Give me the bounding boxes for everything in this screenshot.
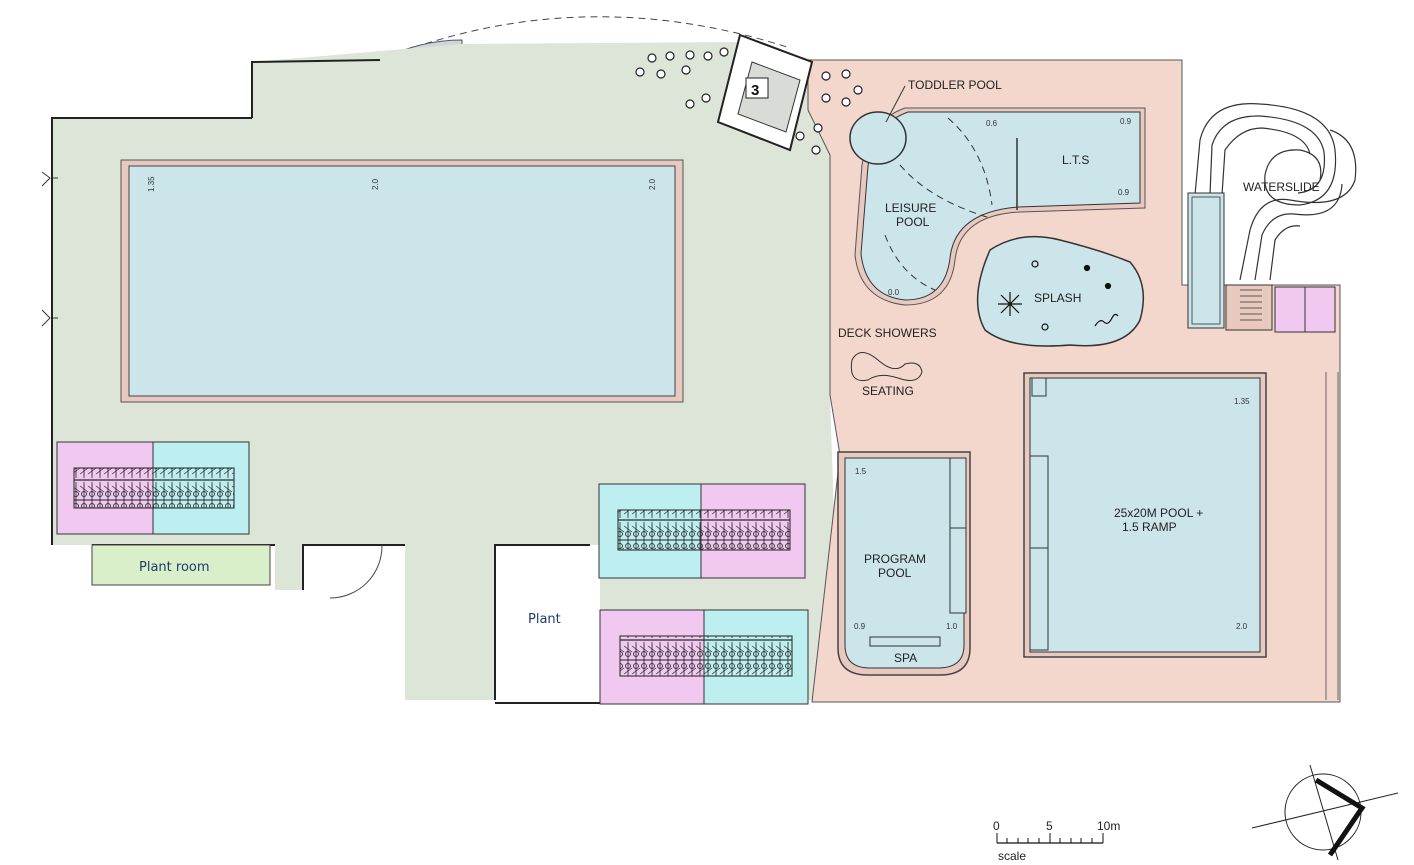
program-pool-label-1: PROGRAM xyxy=(864,552,926,566)
main-pool-label-2: 1.5 RAMP xyxy=(1122,520,1177,534)
program-depth-10: 1.0 xyxy=(946,622,958,631)
main-depth-20: 2.0 xyxy=(1236,622,1248,631)
main-depth-135: 1.35 xyxy=(1234,397,1250,406)
seating-label: SEATING xyxy=(862,384,914,398)
plant-label: Plant xyxy=(528,612,561,627)
cafe-number-box xyxy=(745,77,769,99)
program-pool-water xyxy=(844,457,965,669)
waterslide-stairs xyxy=(1225,284,1273,331)
program-pool-step xyxy=(949,457,967,614)
main-pool-ladder xyxy=(1031,377,1047,397)
scale-tick-10: 10m xyxy=(1097,819,1120,833)
lap-pool-depth-mid: 2.0 xyxy=(371,178,380,190)
door-symbol-west-1 xyxy=(41,171,58,187)
program-pool-label-2: POOL xyxy=(878,566,912,580)
door-symbol-west-2 xyxy=(41,309,58,327)
splash-pad xyxy=(976,235,1145,347)
lap-pool-water xyxy=(128,165,676,397)
door-swing-south xyxy=(329,544,383,599)
waterslide-booth-2 xyxy=(1304,286,1336,333)
toddler-pool-leader xyxy=(885,85,906,123)
toddler-pool-label: TODDLER POOL xyxy=(908,78,1002,92)
north-arrow-icon xyxy=(1251,764,1399,861)
lts-label: L.T.S xyxy=(1062,153,1089,167)
leisure-depth-06: 0.6 xyxy=(986,119,998,128)
toddler-pool xyxy=(849,111,907,165)
east-lockers-2 xyxy=(619,635,793,677)
leisure-depth-09-bottom: 0.9 xyxy=(1118,188,1130,197)
outdoor-tables xyxy=(635,47,863,155)
waterslide-stair-treads xyxy=(1240,289,1262,321)
scale-caption: scale xyxy=(998,849,1026,863)
splash-features xyxy=(998,260,1119,331)
leisure-pool-label-1: LEISURE xyxy=(885,201,936,215)
lap-pool-depth-right: 2.0 xyxy=(648,178,657,190)
plant-room xyxy=(91,544,271,586)
cafe-number: 3 xyxy=(751,82,759,99)
program-depth-15: 1.5 xyxy=(855,467,867,476)
leisure-pool-depth-contours xyxy=(884,117,993,291)
waterslide-booth-1 xyxy=(1274,286,1306,333)
waterslide-tubes xyxy=(1194,103,1357,281)
splash-label: SPLASH xyxy=(1034,291,1081,305)
waterslide-runout-inner xyxy=(1191,196,1221,325)
leisure-depth-09-top: 0.9 xyxy=(1120,117,1132,126)
spray-star-icon xyxy=(998,292,1022,316)
west-lockers xyxy=(73,467,235,509)
main-pool-ramp xyxy=(1029,455,1049,651)
waterslide-label: WATERSLIDE xyxy=(1243,180,1320,194)
spa-label: SPA xyxy=(894,651,917,665)
program-depth-09: 0.9 xyxy=(854,622,866,631)
east-lockers-1 xyxy=(617,509,791,551)
spa-bench xyxy=(869,636,941,647)
lap-pool-depth-left: 1.35 xyxy=(147,176,156,192)
indoor-hall-walls xyxy=(51,59,590,700)
leisure-pool-label-2: POOL xyxy=(896,215,930,229)
roof-outline-dashed xyxy=(379,16,791,61)
scale-bar: 0 5 10m scale xyxy=(993,819,1120,863)
leisure-depth-00: 0.0 xyxy=(888,288,900,297)
scale-tick-5: 5 xyxy=(1046,819,1053,833)
plant-room-label: Plant room xyxy=(139,560,210,575)
scale-tick-0: 0 xyxy=(993,819,1000,833)
deck-showers-label: DECK SHOWERS xyxy=(838,326,937,340)
seating-bench xyxy=(850,352,923,382)
main-pool-label-1: 25x20M POOL + xyxy=(1114,506,1203,520)
